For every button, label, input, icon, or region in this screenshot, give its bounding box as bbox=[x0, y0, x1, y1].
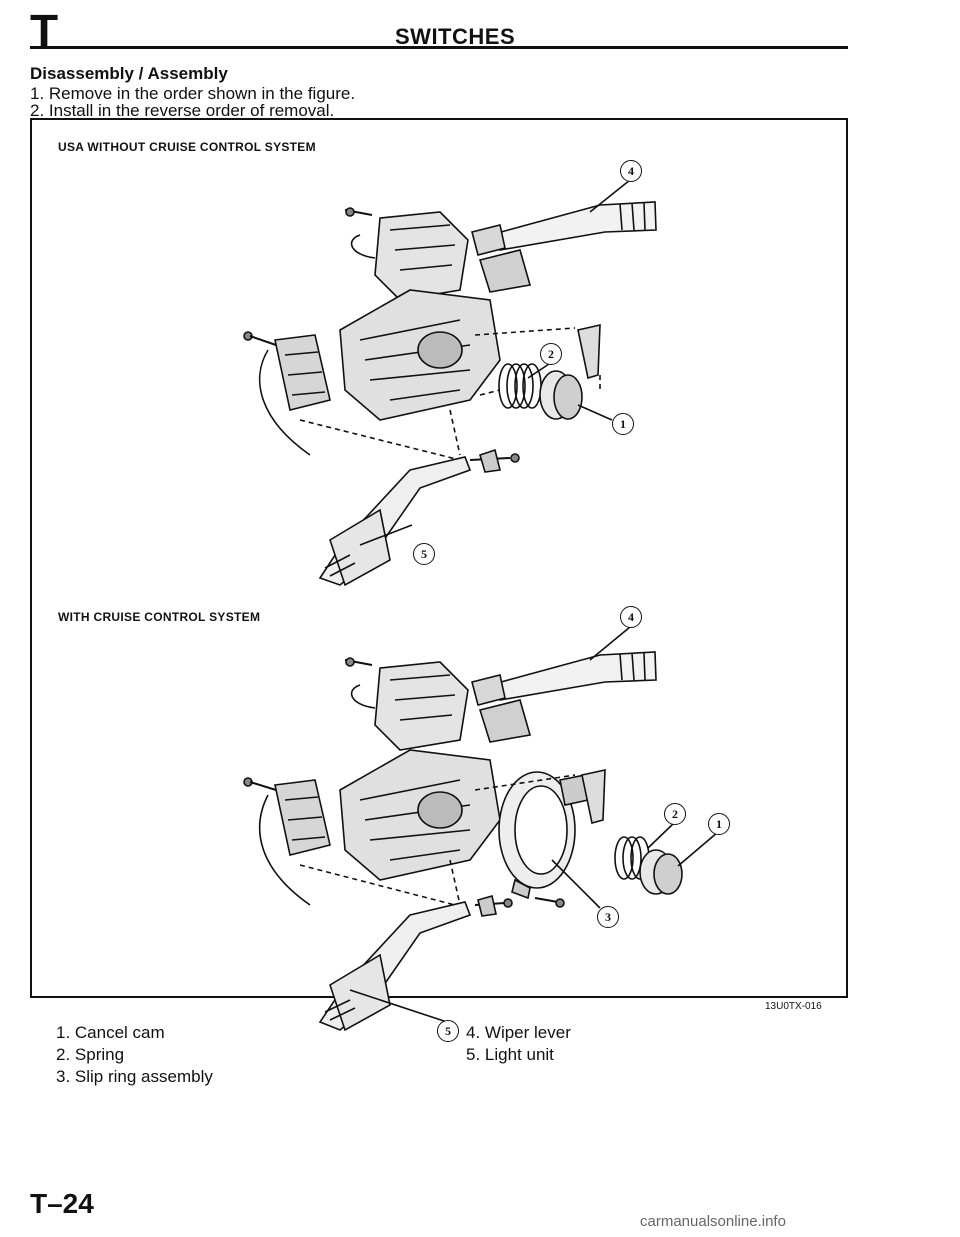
procedure-heading: Disassembly / Assembly bbox=[30, 64, 228, 83]
wiper-lever-lower bbox=[488, 651, 657, 701]
procedure-step-1: 1. Remove in the order shown in the figu… bbox=[30, 84, 356, 103]
left-switch-lower bbox=[274, 779, 331, 856]
callout-1-lower: 1 bbox=[708, 813, 730, 835]
header-rule bbox=[30, 46, 848, 49]
cancel-cam-lower bbox=[639, 849, 683, 895]
callout-4-lower: 4 bbox=[620, 606, 642, 628]
wiper-lever-shape bbox=[488, 201, 657, 251]
callout-2-lower: 2 bbox=[664, 803, 686, 825]
page-number: T–24 bbox=[30, 1188, 94, 1219]
figure-label-without-cruise: USA WITHOUT CRUISE CONTROL SYSTEM bbox=[58, 140, 316, 154]
figure-label-with-cruise: WITH CRUISE CONTROL SYSTEM bbox=[58, 610, 261, 624]
figure-code: 13U0TX-016 bbox=[765, 1001, 822, 1012]
legend-item-light-unit: 5. Light unit bbox=[466, 1045, 554, 1064]
legend-item-spring: 2. Spring bbox=[56, 1045, 125, 1064]
callout-5-lower: 5 bbox=[437, 1020, 459, 1042]
callout-1-upper: 1 bbox=[612, 413, 634, 435]
spring-upper bbox=[498, 363, 542, 409]
legend-right: 4. Wiper lever 5. Light unit bbox=[466, 1022, 571, 1066]
callout-4-upper: 4 bbox=[620, 160, 642, 182]
cancel-cam-upper bbox=[539, 370, 583, 420]
callout-3-lower: 3 bbox=[597, 906, 619, 928]
legend-item-wiper-lever: 4. Wiper lever bbox=[466, 1023, 571, 1042]
switch-body-upper bbox=[374, 211, 469, 301]
legend-item-cancel-cam: 1. Cancel cam bbox=[56, 1023, 165, 1042]
page-title: SWITCHES bbox=[395, 24, 516, 49]
procedure-step-2: 2. Install in the reverse order of remov… bbox=[30, 101, 335, 120]
callout-2-upper: 2 bbox=[540, 343, 562, 365]
legend-item-slip-ring: 3. Slip ring assembly bbox=[56, 1067, 213, 1086]
left-switch-upper bbox=[274, 334, 331, 411]
switch-body-lower bbox=[374, 661, 469, 751]
figure-frame bbox=[30, 118, 848, 998]
callout-5-upper: 5 bbox=[413, 543, 435, 565]
slip-ring-assembly bbox=[498, 771, 589, 900]
legend-left: 1. Cancel cam 2. Spring 3. Slip ring ass… bbox=[56, 1022, 213, 1088]
watermark[interactable]: carmanualsonline.info bbox=[640, 1213, 786, 1230]
